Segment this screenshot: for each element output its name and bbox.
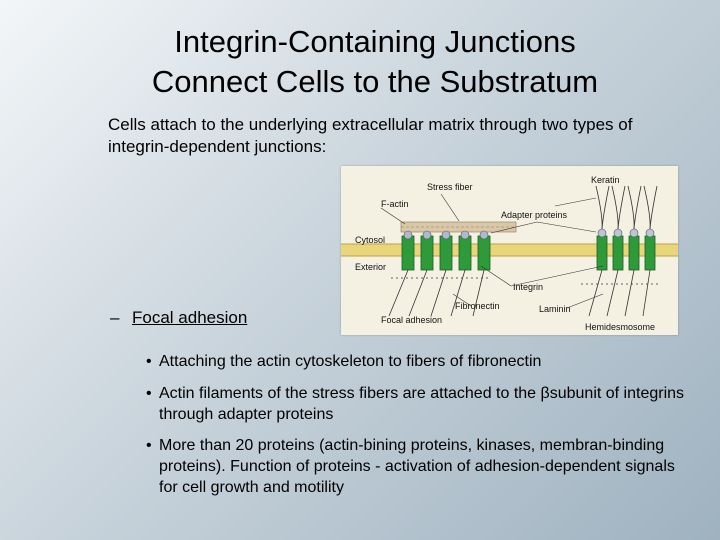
focal-adhesion-integrins: [401, 230, 491, 271]
bullet-marker: •: [146, 437, 152, 454]
label-laminin: Laminin: [539, 304, 571, 314]
bullet-item: • Actin filaments of the stress fibers a…: [146, 383, 686, 425]
label-stress-fiber: Stress fiber: [427, 182, 473, 192]
label-adapter-proteins: Adapter proteins: [501, 210, 568, 220]
bullet-item: • Attaching the actin cytoskeleton to fi…: [146, 351, 686, 372]
fibronectin-fibers: [388, 269, 491, 317]
label-integrin: Integrin: [513, 282, 543, 292]
intro-text: Cells attach to the underlying extracell…: [108, 115, 633, 156]
title-line-1: Integrin-Containing Junctions: [174, 24, 576, 59]
bullet-text: More than 20 proteins (actin-bining prot…: [159, 437, 675, 496]
laminin-fibers: [581, 269, 661, 317]
label-keratin: Keratin: [591, 175, 620, 185]
focal-adhesion-label: Focal adhesion: [132, 308, 248, 327]
junction-diagram-svg: Stress fiber F-actin Keratin Adapter pro…: [341, 175, 678, 332]
title-line-2: Connect Cells to the Substratum: [151, 64, 599, 99]
keratin-filaments: [595, 185, 658, 230]
label-exterior: Exterior: [355, 262, 386, 272]
plasma-membrane: [341, 244, 678, 256]
bullet-text: Attaching the actin cytoskeleton to fibe…: [159, 353, 542, 370]
junction-diagram: Stress fiber F-actin Keratin Adapter pro…: [341, 166, 678, 335]
bullet-marker: •: [146, 385, 152, 402]
dash-marker: –: [110, 308, 120, 327]
label-cytosol: Cytosol: [355, 235, 385, 245]
label-f-actin: F-actin: [381, 199, 409, 209]
bullet-item: • More than 20 proteins (actin-bining pr…: [146, 435, 686, 498]
bullet-text: Actin filaments of the stress fibers are…: [159, 385, 685, 423]
label-hemidesmosome: Hemidesmosome: [585, 322, 655, 332]
bullet-marker: •: [146, 353, 152, 370]
focal-adhesion-heading: –Focal adhesion: [110, 307, 247, 329]
slide-title: Integrin-Containing Junctions Connect Ce…: [60, 22, 690, 102]
label-fibronectin: Fibronectin: [455, 301, 500, 311]
label-focal-adhesion: Focal adhesion: [381, 315, 442, 325]
